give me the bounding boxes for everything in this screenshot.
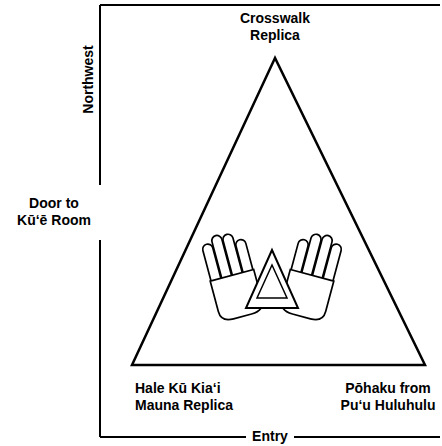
area-label: Pōhaku from Pu‘u Huluhulu	[338, 380, 438, 414]
door-label: Door to Kū‘ē Room	[14, 195, 94, 229]
triangle-outline	[132, 58, 425, 365]
center-triangle	[246, 250, 298, 308]
direction-label: Northwest	[80, 40, 97, 120]
wall-line	[100, 4, 440, 6]
entry-label: Entry	[245, 428, 295, 445]
area-label: Hale Kū Kia‘i Mauna Replica	[135, 380, 240, 414]
wall-line	[99, 5, 101, 185]
entry-patch: Entry	[246, 428, 294, 445]
wall-line	[99, 240, 101, 437]
inner-triangle	[257, 265, 287, 298]
area-label: Crosswalk Replica	[215, 10, 335, 44]
